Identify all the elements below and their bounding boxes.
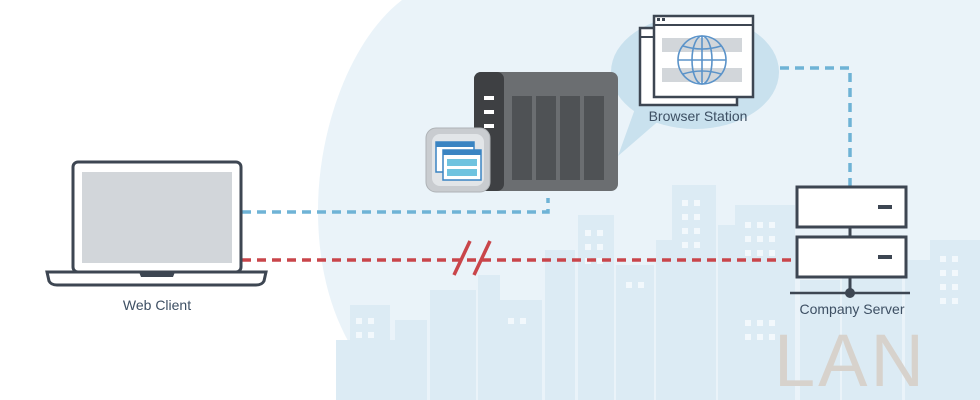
blocked-connection-icon (452, 240, 492, 276)
web-client-label: Web Client (122, 297, 192, 313)
link-station-to-server (780, 66, 852, 186)
company-server-label: Company Server (799, 301, 905, 317)
link-client-to-nas (242, 198, 550, 214)
server-icon (790, 185, 910, 298)
lan-zone-label: LAN (774, 319, 927, 400)
nas-device-icon (474, 72, 618, 191)
browser-station-app-icon (425, 127, 491, 193)
laptop-icon (45, 160, 268, 287)
city-silhouette (336, 185, 980, 400)
globe-icon (677, 35, 727, 85)
building-windows (356, 200, 958, 340)
browser-station-label: Browser Station (648, 108, 748, 124)
